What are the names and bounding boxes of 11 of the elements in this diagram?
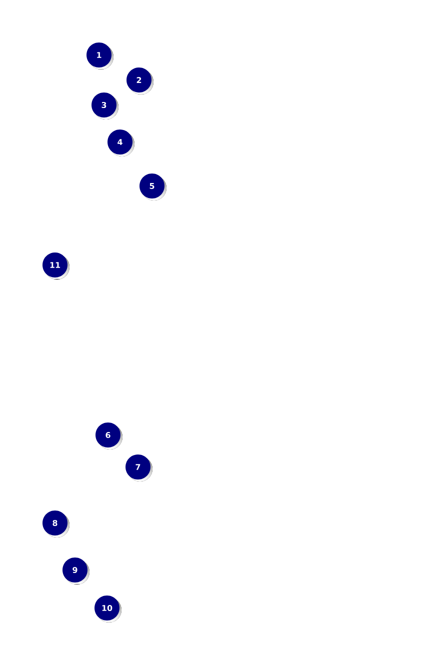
callout-number: 1: [86, 42, 114, 70]
callout-number: 11: [42, 252, 70, 280]
callout-number: 7: [126, 454, 152, 482]
callout-number: 9: [62, 558, 90, 584]
callout-number: 3: [92, 92, 118, 120]
callout-number: 8: [42, 510, 70, 538]
callout-number: 10: [94, 596, 122, 622]
callout-number: 4: [108, 130, 134, 156]
callout-number: 5: [140, 174, 166, 200]
callout-number: 6: [96, 422, 122, 450]
callout-number: 2: [126, 68, 154, 94]
